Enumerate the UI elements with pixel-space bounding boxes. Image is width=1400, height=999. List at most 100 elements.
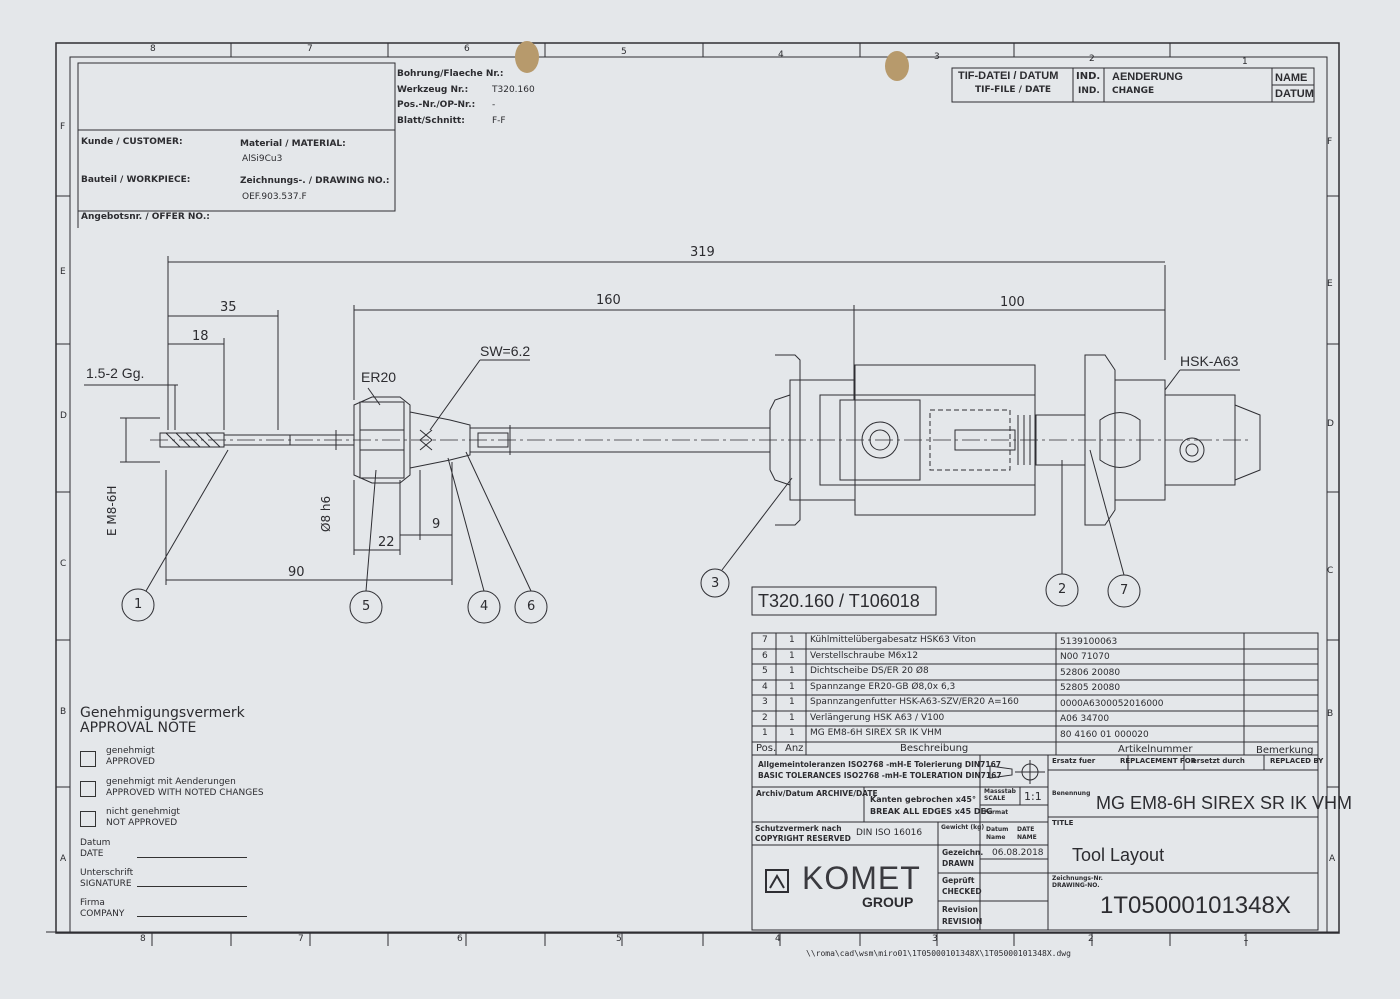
bom-pos: 1 (762, 728, 768, 738)
bom-qty: 1 (789, 713, 795, 723)
tool-reference: T320.160 / T106018 (758, 591, 920, 611)
bom-desc: Kühlmittelübergabesatz HSK63 Viton (810, 635, 976, 645)
approval-title-de: Genehmigungsvermerk (80, 705, 245, 721)
date-label: DATUM (1275, 88, 1314, 100)
company-field[interactable] (137, 916, 247, 917)
balloon-label: 7 (1120, 583, 1129, 598)
balloon-label: 5 (362, 599, 371, 614)
approval-title-en: APPROVAL NOTE (80, 720, 197, 736)
firma-label: Firma (80, 898, 105, 908)
weight-label: Gewicht (kg) (941, 824, 985, 831)
approved-en: APPROVED (106, 757, 155, 767)
balloon-label: 3 (711, 576, 720, 591)
row-label: E (1327, 279, 1333, 289)
row-label: C (60, 559, 67, 569)
tolerance-de: Allgemeintoleranzen ISO2768 -mH-E Toleri… (758, 760, 1002, 769)
din-norm: DIN ISO 16016 (856, 828, 923, 838)
dim-18: 18 (192, 329, 209, 344)
dim-90: 90 (288, 565, 305, 580)
row-label: F (60, 122, 66, 132)
signature-field[interactable] (137, 886, 247, 887)
copyright-de: Schutzvermerk nach (755, 824, 842, 833)
ind-sub: IND. (1078, 86, 1100, 96)
column-label: 2 (1088, 934, 1094, 944)
approved-with-changes-checkbox[interactable] (80, 781, 96, 797)
drawing-title: MG EM8-6H SIREX SR IK VHM (1096, 793, 1353, 813)
replaced-by: REPLACED BY (1270, 757, 1324, 765)
dim-22: 22 (378, 535, 395, 550)
bom-qty: 1 (789, 666, 795, 676)
dim-100: 100 (1000, 295, 1025, 310)
row-label: E (60, 267, 66, 277)
label-er20: ER20 (361, 369, 397, 385)
column-label: 8 (150, 44, 156, 54)
column-label: 8 (140, 934, 146, 944)
material-label: Material / MATERIAL: (240, 139, 346, 149)
dim-9: 9 (432, 517, 441, 532)
change-sub: CHANGE (1112, 86, 1155, 96)
column-label: 6 (464, 44, 470, 54)
column-label: 7 (307, 44, 313, 54)
bom-part: 52806 20080 (1060, 668, 1121, 678)
drawing-subtitle: Tool Layout (1072, 845, 1165, 865)
name-label-de: Name (986, 834, 1006, 841)
drawing-no-label-en: DRAWING-NO. (1052, 882, 1100, 889)
date-label-en: DATE (1017, 826, 1035, 833)
format-label: Format (984, 809, 1009, 816)
bom-part: A06 34700 (1060, 714, 1110, 724)
approved-changes-en: APPROVED WITH NOTED CHANGES (106, 788, 264, 798)
row-label: A (1329, 854, 1336, 864)
datum-label: Datum (986, 826, 1009, 833)
bom-qty: 1 (789, 682, 795, 692)
bom-head-part: Artikelnummer (1118, 744, 1193, 755)
bohrung-label: Bohrung/Flaeche Nr.: (397, 69, 504, 79)
replacement-for: REPLACEMENT FOR (1120, 757, 1197, 765)
date-label: DATE (80, 849, 104, 859)
material-value: AlSi9Cu3 (242, 154, 283, 164)
ersatz-fuer: Ersatz fuer (1052, 757, 1096, 765)
approved-de: genehmigt (106, 746, 155, 756)
name-label-en: NAME (1017, 834, 1037, 841)
bom-head-remark: Bemerkung (1256, 745, 1314, 756)
column-label: 1 (1243, 934, 1249, 944)
bom-part: N00 71070 (1060, 652, 1110, 662)
label-thread: E M8-6H (105, 485, 119, 536)
not-approved-de: nicht genehmigt (106, 807, 180, 817)
date-field[interactable] (137, 857, 247, 858)
bom-qty: 1 (789, 728, 795, 738)
drawing-no-label-de: Zeichnungs-Nr. (1052, 875, 1103, 882)
bom-pos: 7 (762, 635, 768, 645)
bom-qty: 1 (789, 697, 795, 707)
row-label: D (60, 411, 67, 421)
company-logo: KOMET (802, 860, 921, 896)
werkzeug-value: T320.160 (492, 85, 535, 95)
blatt-label: Blatt/Schnitt: (397, 116, 465, 126)
angebot-label: Angebotsnr. / OFFER NO.: (81, 212, 210, 222)
tolerance-en: BASIC TOLERANCES ISO2768 -mH-E TOLERATIO… (758, 771, 1002, 780)
bom-part: 0000A6300052016000 (1060, 699, 1164, 709)
row-label: A (60, 854, 67, 864)
revision-label-en: REVISION (942, 917, 983, 926)
bauteil-label: Bauteil / WORKPIECE: (81, 175, 191, 185)
werkzeug-label: Werkzeug Nr.: (397, 85, 469, 95)
column-label: 6 (457, 934, 463, 944)
kanten-en: BREAK ALL EDGES x45 DEG (870, 807, 993, 816)
row-label: D (1327, 419, 1334, 429)
kunde-label: Kunde / CUSTOMER: (81, 137, 183, 147)
geprueft-label: Geprüft (942, 876, 975, 885)
dim-diameter: Ø8 h6 (319, 495, 333, 532)
benennung: Benennung (1052, 790, 1091, 797)
bom-pos: 6 (762, 651, 768, 661)
row-label: B (1327, 709, 1334, 719)
approved-checkbox[interactable] (80, 751, 96, 767)
company-label: COMPANY (80, 909, 125, 919)
column-label: 7 (298, 934, 304, 944)
drawing-number: 1T05000101348X (1100, 892, 1291, 919)
bom-pos: 3 (762, 697, 768, 707)
not-approved-checkbox[interactable] (80, 811, 96, 827)
company-group: GROUP (862, 894, 914, 910)
bom-part: 52805 20080 (1060, 683, 1121, 693)
bom-pos: 5 (762, 666, 768, 676)
